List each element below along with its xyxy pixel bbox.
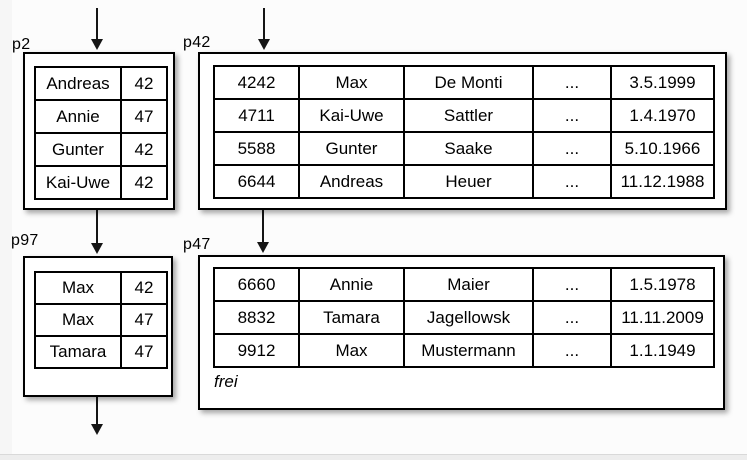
cell-ellipsis: ... [532, 131, 612, 166]
cell-firstname: Gunter [298, 131, 405, 166]
record-table-p47: 6660 Annie Maier ... 1.5.1978 8832 Tamar… [213, 267, 715, 368]
cell-id: 6644 [213, 164, 300, 199]
cell-key: Max [34, 303, 122, 337]
cell-id: 4242 [213, 65, 300, 100]
cell-id: 9912 [213, 333, 300, 368]
arrowhead-down-icon [257, 242, 269, 253]
cell-ellipsis: ... [532, 164, 612, 199]
cell-value: 42 [120, 66, 168, 101]
record-table-p42: 4242 Max De Monti ... 3.5.1999 4711 Kai-… [213, 65, 715, 199]
page-label-p97: p97 [11, 232, 39, 249]
table-row: 8832 Tamara Jagellowsk ... 11.11.2009 [213, 300, 715, 335]
arrow-p97-to-next [91, 397, 103, 435]
cell-key: Andreas [34, 66, 122, 101]
cell-firstname: Max [298, 333, 405, 368]
cell-ellipsis: ... [532, 65, 612, 100]
cell-value: 47 [120, 335, 168, 369]
table-row: Tamara 47 [34, 335, 168, 369]
cell-key: Kai-Uwe [34, 165, 122, 200]
cell-date: 11.12.1988 [610, 164, 715, 199]
cell-id: 4711 [213, 98, 300, 133]
arrowhead-down-icon [91, 39, 103, 50]
cell-firstname: Kai-Uwe [298, 98, 405, 133]
cell-ellipsis: ... [532, 333, 612, 368]
cell-lastname: Jagellowsk [403, 300, 534, 335]
arrow-root-into-p2 [91, 8, 103, 50]
page-box-p47: 6660 Annie Maier ... 1.5.1978 8832 Tamar… [198, 255, 725, 410]
cell-lastname: Mustermann [403, 333, 534, 368]
slide-bottom-edge [0, 454, 747, 460]
table-row: 4242 Max De Monti ... 3.5.1999 [213, 65, 715, 100]
arrow-p42-to-p47 [257, 210, 269, 253]
cell-date: 11.11.2009 [610, 300, 715, 335]
cell-value: 42 [120, 271, 168, 305]
page-box-p2: Andreas 42 Annie 47 Gunter 42 Kai-Uwe 42 [23, 52, 175, 210]
cell-date: 3.5.1999 [610, 65, 715, 100]
arrow-stem [96, 8, 98, 39]
page-box-p97: Max 42 Max 47 Tamara 47 [23, 256, 173, 397]
page-label-p42: p42 [183, 34, 211, 51]
arrow-stem [263, 8, 265, 39]
cell-value: 47 [120, 303, 168, 337]
cell-date: 5.10.1966 [610, 131, 715, 166]
cell-value: 42 [120, 132, 168, 167]
cell-lastname: Sattler [403, 98, 534, 133]
table-row: Kai-Uwe 42 [34, 165, 168, 200]
cell-key: Max [34, 271, 122, 305]
cell-key: Gunter [34, 132, 122, 167]
page-box-p42: 4242 Max De Monti ... 3.5.1999 4711 Kai-… [198, 52, 727, 210]
cell-firstname: Annie [298, 267, 405, 302]
arrowhead-down-icon [258, 39, 270, 50]
arrow-stem [96, 397, 98, 424]
table-row: 6660 Annie Maier ... 1.5.1978 [213, 267, 715, 302]
page-label-p2: p2 [12, 36, 31, 53]
table-row: 5588 Gunter Saake ... 5.10.1966 [213, 131, 715, 166]
cell-id: 6660 [213, 267, 300, 302]
cell-lastname: Heuer [403, 164, 534, 199]
cell-date: 1.4.1970 [610, 98, 715, 133]
arrow-stem [262, 210, 264, 242]
arrowhead-down-icon [91, 424, 103, 435]
table-row: 6644 Andreas Heuer ... 11.12.1988 [213, 164, 715, 199]
cell-ellipsis: ... [532, 300, 612, 335]
record-table-p97: Max 42 Max 47 Tamara 47 [34, 271, 168, 369]
cell-value: 42 [120, 165, 168, 200]
arrowhead-down-icon [91, 243, 103, 254]
free-space-label: frei [214, 372, 238, 391]
cell-lastname: Saake [403, 131, 534, 166]
table-row: Andreas 42 [34, 66, 168, 101]
table-row: Annie 47 [34, 99, 168, 134]
table-row: Max 42 [34, 271, 168, 305]
cell-lastname: Maier [403, 267, 534, 302]
slide-left-edge [0, 0, 12, 460]
cell-date: 1.5.1978 [610, 267, 715, 302]
table-row: Gunter 42 [34, 132, 168, 167]
cell-ellipsis: ... [532, 98, 612, 133]
cell-value: 47 [120, 99, 168, 134]
cell-date: 1.1.1949 [610, 333, 715, 368]
cell-firstname: Tamara [298, 300, 405, 335]
cell-firstname: Andreas [298, 164, 405, 199]
table-row: 4711 Kai-Uwe Sattler ... 1.4.1970 [213, 98, 715, 133]
table-row: Max 47 [34, 303, 168, 337]
cell-key: Tamara [34, 335, 122, 369]
arrow-p2-to-p97 [91, 210, 103, 254]
table-row: 9912 Max Mustermann ... 1.1.1949 [213, 333, 715, 368]
record-table-p2: Andreas 42 Annie 47 Gunter 42 Kai-Uwe 42 [34, 66, 168, 200]
cell-ellipsis: ... [532, 267, 612, 302]
arrow-stem [96, 210, 98, 243]
cell-id: 8832 [213, 300, 300, 335]
cell-firstname: Max [298, 65, 405, 100]
cell-key: Annie [34, 99, 122, 134]
page-label-p47: p47 [183, 236, 211, 253]
arrow-root-into-p42 [258, 8, 270, 50]
cell-lastname: De Monti [403, 65, 534, 100]
cell-id: 5588 [213, 131, 300, 166]
